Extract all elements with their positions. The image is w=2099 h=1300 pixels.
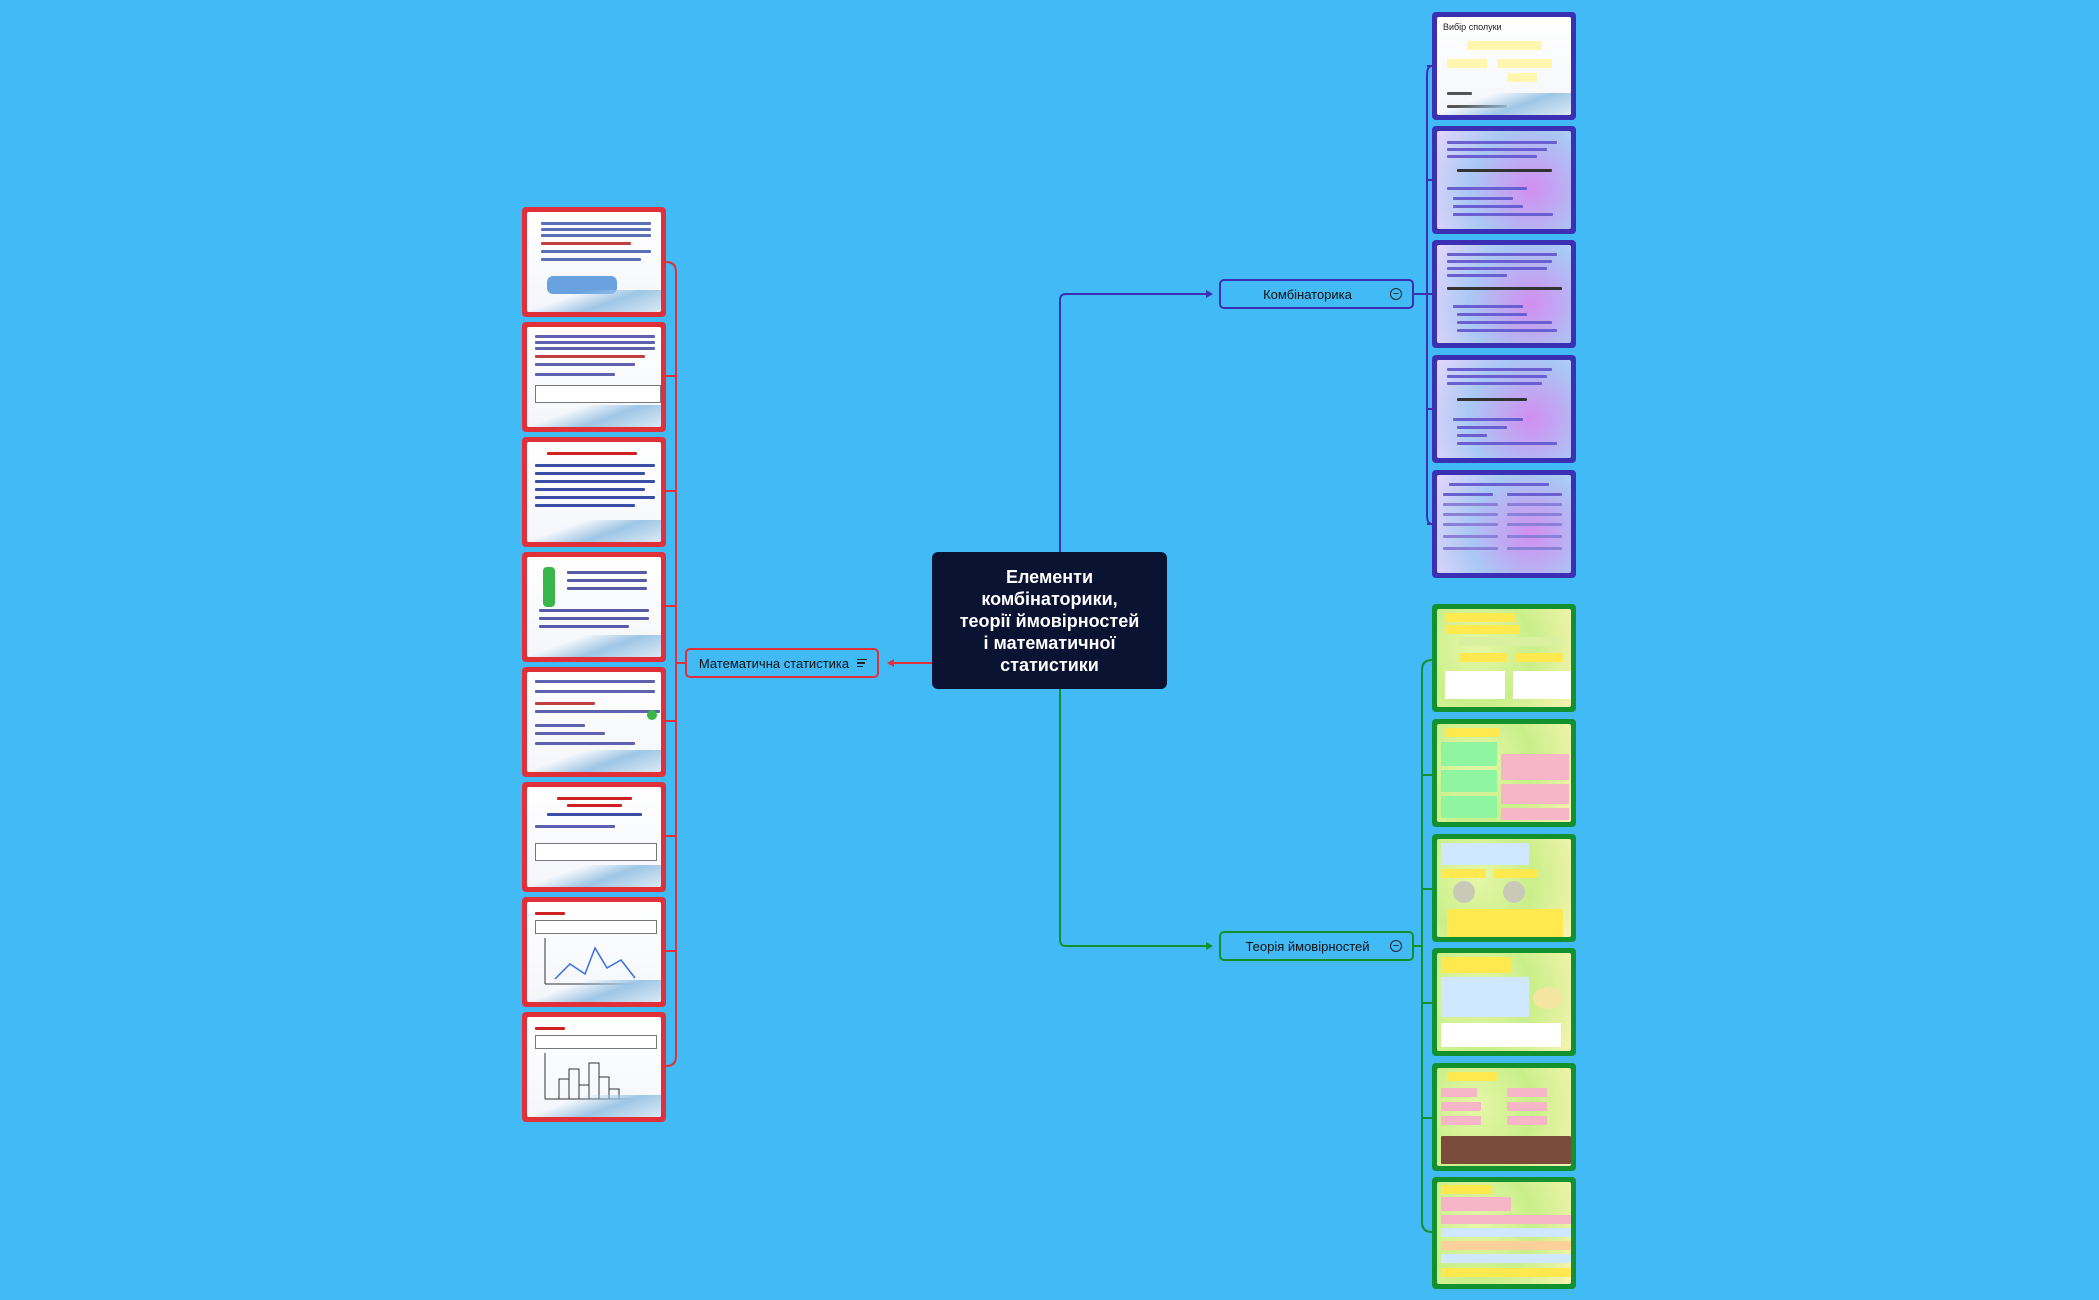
slide-thumbnail[interactable] [522,667,666,777]
central-topic-line: комбінаторики, [981,588,1118,609]
slide-thumbnail[interactable] [522,437,666,547]
histogram-icon [544,1053,655,1100]
topic-combinatorics[interactable]: Комбінаторика − [1219,279,1414,309]
topic-math-statistics[interactable]: Математична статистика [685,648,879,678]
collapse-icon[interactable]: − [1390,940,1402,952]
central-topic-line: Елементи [1005,566,1094,587]
slide-thumbnail[interactable] [1432,719,1576,827]
slide-title: Вибір сполуки [1443,22,1502,32]
slide-thumbnail[interactable] [522,552,666,662]
topic-combinatorics-label: Комбінаторика [1263,286,1352,302]
slide-thumbnail[interactable] [522,207,666,317]
slide-thumbnail[interactable] [1432,240,1576,348]
slide-thumbnail[interactable] [1432,470,1576,578]
slide-thumbnail[interactable] [1432,355,1576,463]
notes-icon[interactable] [857,657,867,670]
slide-thumbnail[interactable] [522,897,666,1007]
slide-thumbnail[interactable] [522,782,666,892]
topic-statistics-label: Математична статистика [698,655,850,671]
collapse-icon[interactable]: − [1390,288,1402,300]
central-topic-line: і математичної [983,632,1116,653]
slide-thumbnail[interactable] [1432,604,1576,712]
slide-thumbnail[interactable] [1432,126,1576,234]
slide-thumbnail[interactable] [522,322,666,432]
slide-thumbnail[interactable] [1432,948,1576,1056]
slide-thumbnail[interactable] [1432,834,1576,942]
central-topic-line: теорії ймовірностей [959,610,1140,631]
line-chart-icon [544,938,655,985]
topic-probability-theory[interactable]: Теорія ймовірностей − [1219,931,1414,961]
slide-thumbnail[interactable]: Вибір сполуки [1432,12,1576,120]
central-topic[interactable]: Елементи комбінаторики, теорії ймовірнос… [932,552,1167,689]
topic-probability-label: Теорія ймовірностей [1245,938,1370,954]
slide-thumbnail[interactable] [1432,1063,1576,1171]
central-topic-line: статистики [1000,654,1099,675]
slide-thumbnail[interactable] [522,1012,666,1122]
slide-thumbnail[interactable] [1432,1177,1576,1289]
